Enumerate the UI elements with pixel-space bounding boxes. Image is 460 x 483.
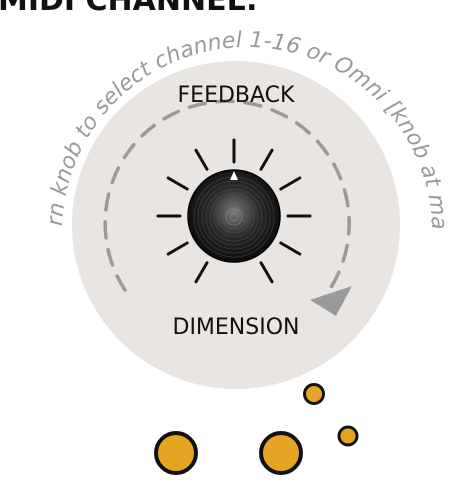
midi-channel-heading: MIDI CHANNEL: xyxy=(0,0,258,18)
feedback-label: FEEDBACK xyxy=(178,83,296,108)
led-dot-icon xyxy=(156,433,196,473)
led-dot-icon xyxy=(305,385,324,404)
led-dot-icon xyxy=(261,433,301,473)
dimension-label: DIMENSION xyxy=(173,315,300,340)
rotary-knob-icon[interactable] xyxy=(188,170,280,262)
led-dot-icon xyxy=(339,427,357,445)
